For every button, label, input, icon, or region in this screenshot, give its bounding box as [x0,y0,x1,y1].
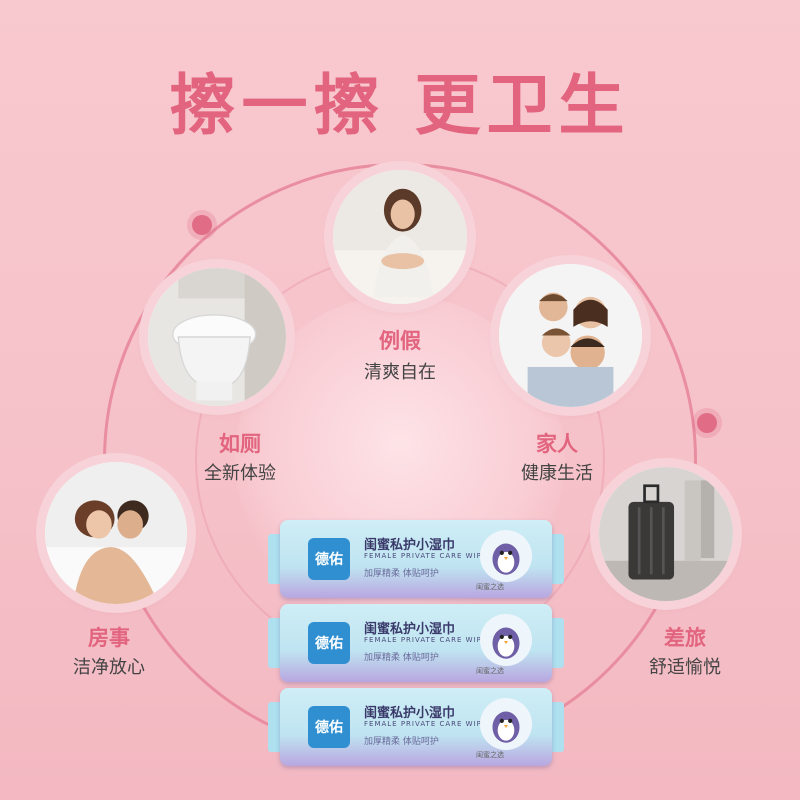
brand-logo: 德佑 [308,538,350,580]
product-desc: 加厚精柔 体贴呵护 [364,653,439,663]
product-badge: 闺蜜之选 [476,751,504,759]
photo-period [333,170,467,304]
penguin-mascot-icon [480,698,532,750]
penguin-mascot-icon [480,530,532,582]
photo-toilet [148,268,286,406]
product-name-en: FEMALE PRIVATE CARE WIPES [364,636,493,644]
scene-title-travel: 差旅 [664,626,706,650]
ring-dot-right [697,413,717,433]
penguin-mascot-icon [480,614,532,666]
headline: 擦一擦 更卫生 [169,67,631,144]
scene-title-period: 例假 [379,329,421,353]
product-pack-middle: 德佑 闺蜜私护小湿巾 FEMALE PRIVATE CARE WIPES 加厚精… [268,604,564,682]
happy-family-image [499,264,642,407]
scene-subtitle-intimacy: 洁净放心 [73,657,145,678]
brand-logo: 德佑 [308,706,350,748]
scene-subtitle-travel: 舒适愉悦 [649,657,721,678]
product-name-en: FEMALE PRIVATE CARE WIPES [364,552,493,560]
suitcase-travel-image [599,467,733,601]
product-name-en: FEMALE PRIVATE CARE WIPES [364,720,493,728]
product-name: 闺蜜私护小湿巾 [364,622,456,637]
product-name: 闺蜜私护小湿巾 [364,538,456,553]
photo-family [499,264,642,407]
scene-subtitle-period: 清爽自在 [364,362,436,383]
scene-subtitle-toilet: 全新体验 [204,463,276,484]
couple-in-bed-image [45,462,187,604]
brand-logo: 德佑 [308,622,350,664]
product-desc: 加厚精柔 体贴呵护 [364,737,439,747]
product-pack-top: 德佑 闺蜜私护小湿巾 FEMALE PRIVATE CARE WIPES 加厚精… [268,520,564,598]
photo-intimacy [45,462,187,604]
woman-abdominal-pain-image [333,170,467,304]
scene-title-family: 家人 [536,432,578,456]
ring-dot-left [192,215,212,235]
scene-title-toilet: 如厕 [219,432,261,456]
product-desc: 加厚精柔 体贴呵护 [364,569,439,579]
product-badge: 闺蜜之选 [476,667,504,675]
product-name: 闺蜜私护小湿巾 [364,706,456,721]
scene-subtitle-family: 健康生活 [521,463,593,484]
product-badge: 闺蜜之选 [476,583,504,591]
toilet-image [148,268,286,406]
photo-travel [599,467,733,601]
product-pack-bottom: 德佑 闺蜜私护小湿巾 FEMALE PRIVATE CARE WIPES 加厚精… [268,688,564,766]
scene-title-intimacy: 房事 [88,626,130,650]
